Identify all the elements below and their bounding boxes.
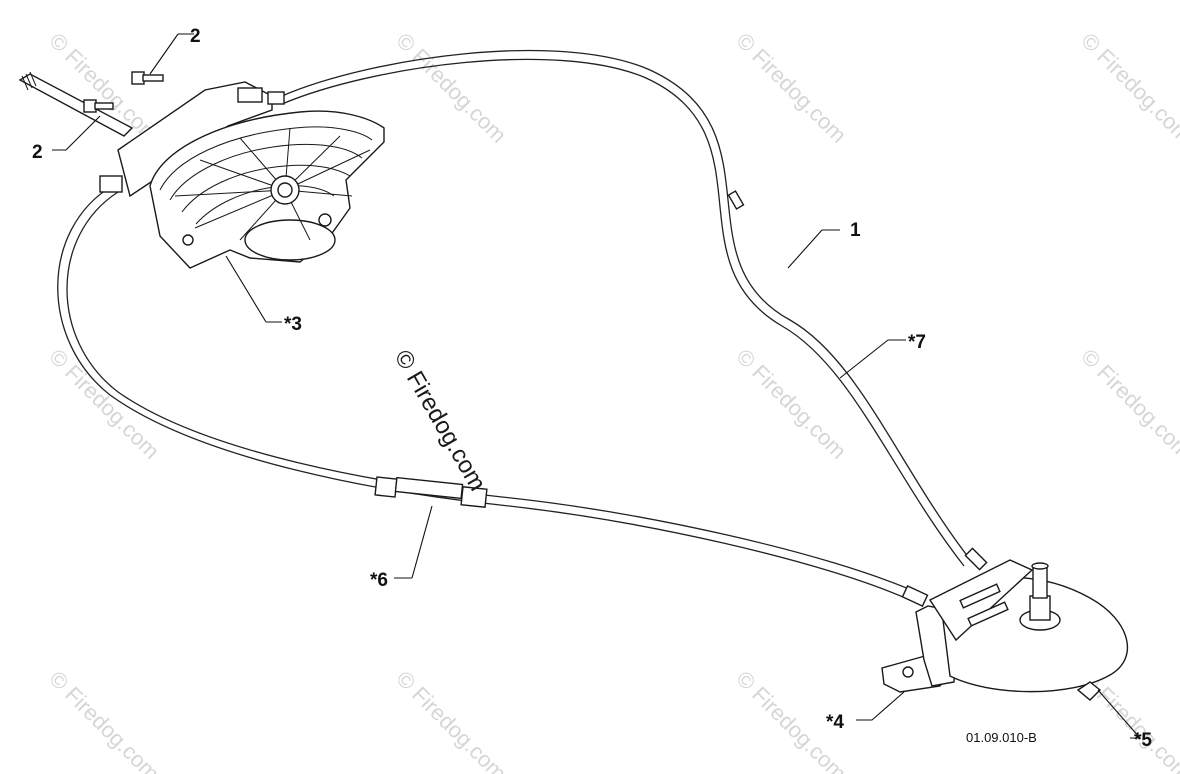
watermark-tile: © Firedog.com	[44, 344, 164, 464]
callout-3: *3	[284, 314, 302, 335]
watermark-tile: © Firedog.com	[731, 344, 851, 464]
cable-lower-end-fitting	[901, 584, 929, 608]
watermark-tile: © Firedog.com	[391, 28, 511, 148]
callout-6: *6	[370, 570, 388, 591]
watermark-tile: © Firedog.com	[1076, 344, 1180, 464]
leader-lines	[52, 33, 1142, 739]
watermark-main: © Firedog.com	[389, 346, 491, 496]
callout-2-lower: 2	[32, 142, 43, 163]
cable-sleeve	[374, 476, 488, 508]
watermark-tile: © Firedog.com	[44, 666, 164, 774]
bolt	[83, 99, 114, 113]
cable-upper-end-fitting	[964, 547, 988, 571]
figure-code: 01.09.010-B	[966, 730, 1037, 745]
bolt	[131, 71, 164, 85]
cable-upper	[281, 49, 988, 571]
steering-gear-assembly	[99, 81, 385, 269]
callout-labels: 2 2 1 *7 *3 *6 *4 *5	[32, 26, 1152, 751]
callout-1: 1	[850, 220, 861, 241]
watermark-tile: © Firedog.com	[391, 666, 511, 774]
callout-7: *7	[908, 332, 926, 353]
watermark-tile: © Firedog.com	[731, 28, 851, 148]
callout-4: *4	[826, 712, 844, 733]
callout-2-upper: 2	[190, 26, 201, 47]
shaft-and-bolts	[18, 71, 164, 137]
lower-steering-assembly	[881, 559, 1129, 701]
watermark-tile: © Firedog.com	[1076, 28, 1180, 148]
cable-lower	[57, 185, 929, 608]
callout-5: *5	[1134, 730, 1152, 751]
